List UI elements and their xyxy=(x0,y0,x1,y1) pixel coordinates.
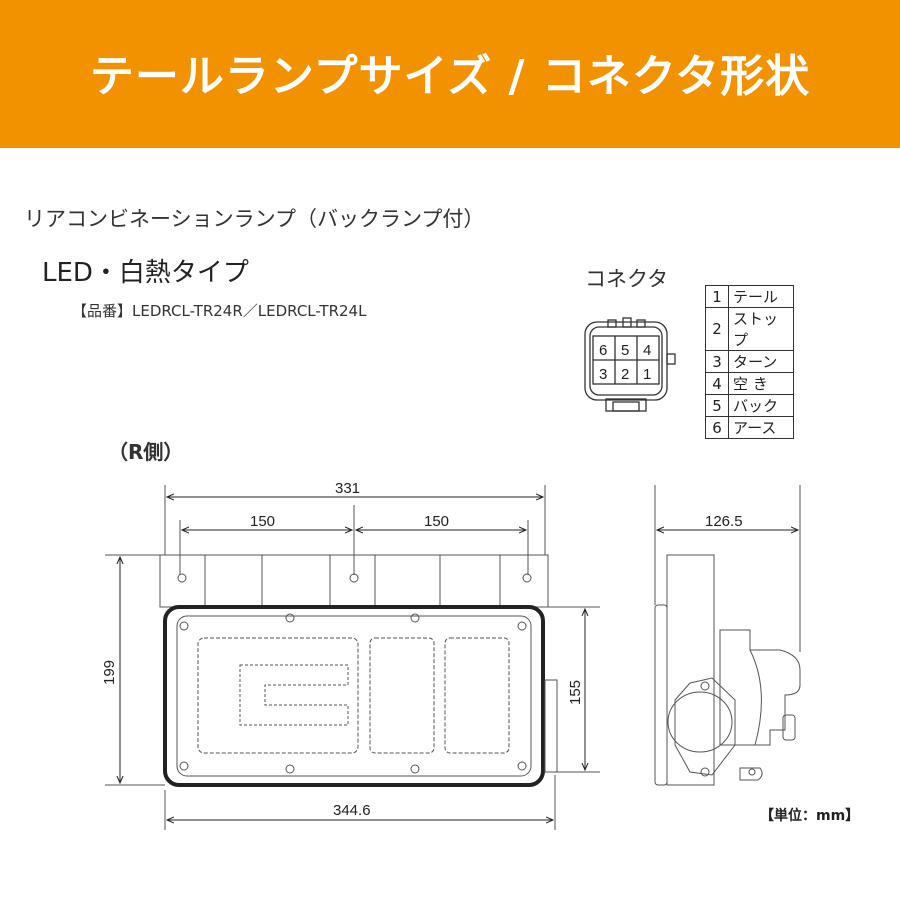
connector-label: コネクタ xyxy=(585,267,669,291)
dim-height-total: 199 xyxy=(101,660,118,685)
face-pin: 5 xyxy=(621,342,629,359)
face-pin: 6 xyxy=(599,342,607,359)
dim-height-lamp: 155 xyxy=(567,680,584,705)
product-subtitle: リアコンビネーションランプ（バックランプ付） xyxy=(24,207,485,231)
part-number: 【品番】LEDRCL-TR24R／LEDRCL-TR24L xyxy=(72,302,367,320)
dim-body-width: 344.6 xyxy=(333,802,371,819)
unit-label: 【単位：mm】 xyxy=(760,808,860,824)
lamp-side-view xyxy=(654,485,801,786)
pin-name: テール xyxy=(728,285,794,308)
pin-name: アース xyxy=(728,416,794,439)
header-banner: テールランプサイズ / コネクタ形状 xyxy=(0,0,900,148)
face-pin: 2 xyxy=(621,366,629,383)
product-type: LED・白熱タイプ xyxy=(42,258,249,288)
dimension-lines xyxy=(120,497,798,820)
pin-no: 2 xyxy=(705,307,729,351)
page-title: テールランプサイズ / コネクタ形状 xyxy=(89,51,811,102)
face-pin: 4 xyxy=(643,342,651,359)
dim-total-width: 331 xyxy=(335,480,360,497)
side-label: （R側） xyxy=(108,440,184,464)
face-pin: 1 xyxy=(643,366,651,383)
lamp-front-view xyxy=(105,485,600,830)
dim-pitch-left: 150 xyxy=(250,513,275,530)
face-pin: 3 xyxy=(599,366,607,383)
dim-pitch-right: 150 xyxy=(424,513,449,530)
pin-name: バック xyxy=(728,394,794,417)
connector-face-icon xyxy=(584,317,676,412)
dim-depth: 126.5 xyxy=(705,513,743,530)
